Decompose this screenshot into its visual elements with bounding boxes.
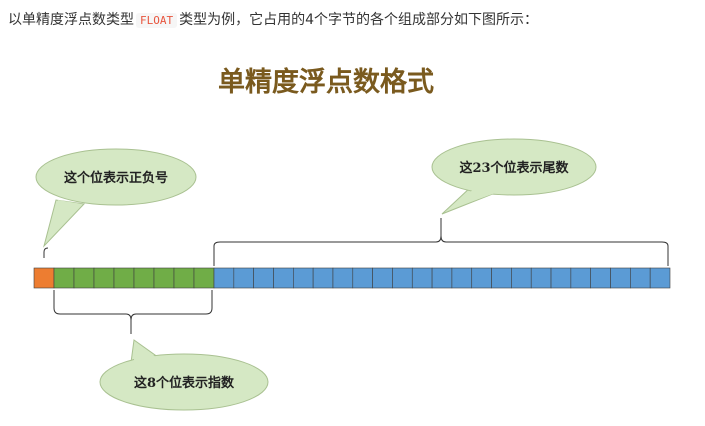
mantissa-bit-cell (530, 267, 552, 289)
mantissa-bit-cell (471, 267, 492, 289)
mantissa-bit-cell (213, 267, 235, 289)
mantissa-bit-cell (372, 267, 393, 289)
mantissa-bit-cell (590, 267, 611, 289)
mantissa-bit-cell (610, 267, 631, 289)
mantissa-callout-label: 这23个位表示尾数 (459, 160, 569, 176)
intro-text-after: 类型为例，它占用的4个字节的各个组成部分如下图所示： (179, 12, 539, 28)
mantissa-bit-cell (491, 267, 512, 289)
mantissa-bit-cell (511, 267, 532, 289)
float-inline-code: FLOAT (136, 13, 178, 28)
mantissa-bit-cell (233, 267, 254, 289)
mantissa-bit-cell (312, 267, 334, 289)
exponent-bit-cell (173, 267, 195, 289)
mantissa-bit-cell (273, 267, 294, 289)
exponent-callout-label: 这8个位表示指数 (134, 375, 235, 391)
exponent-bit-cell (73, 267, 95, 289)
exponent-brace (53, 290, 213, 334)
exponent-bit-cell (93, 267, 115, 289)
mantissa-bit-cell (550, 267, 572, 289)
sign-callout: 这个位表示正负号 (35, 148, 197, 248)
mantissa-bit-cell (293, 267, 314, 289)
mantissa-bit-cell (332, 267, 354, 289)
exponent-callout: 这8个位表示指数 (99, 339, 269, 411)
mantissa-bit-cell (570, 267, 591, 289)
mantissa-bit-cell (431, 267, 453, 289)
exponent-callout-bubble (99, 353, 269, 411)
sign-bit-cell (33, 267, 55, 289)
exponent-bit-cell (193, 267, 215, 289)
exponent-bit-cell (133, 267, 155, 289)
mantissa-callout: 这23个位表示尾数 (431, 138, 597, 215)
mantissa-brace (213, 218, 669, 266)
sign-callout-label: 这个位表示正负号 (64, 170, 168, 186)
diagram-title: 单精度浮点数格式 (218, 66, 434, 98)
mantissa-bit-cell (352, 267, 373, 289)
mantissa-bit-cell (411, 267, 433, 289)
mantissa-bit-cell (649, 267, 671, 289)
exponent-bit-cell (53, 267, 75, 289)
exponent-bit-cell (113, 267, 135, 289)
sign-callout-bubble (35, 148, 197, 206)
mantissa-bit-cell (392, 267, 413, 289)
bit-strip (33, 267, 671, 289)
mantissa-bit-cell (451, 267, 473, 289)
mantissa-bit-cell (253, 267, 274, 289)
sign-brace (43, 247, 49, 258)
mantissa-bit-cell (630, 267, 651, 289)
mantissa-callout-bubble (431, 138, 597, 196)
exponent-bit-cell (153, 267, 175, 289)
intro-text-before: 以单精度浮点数类型 (8, 12, 134, 28)
